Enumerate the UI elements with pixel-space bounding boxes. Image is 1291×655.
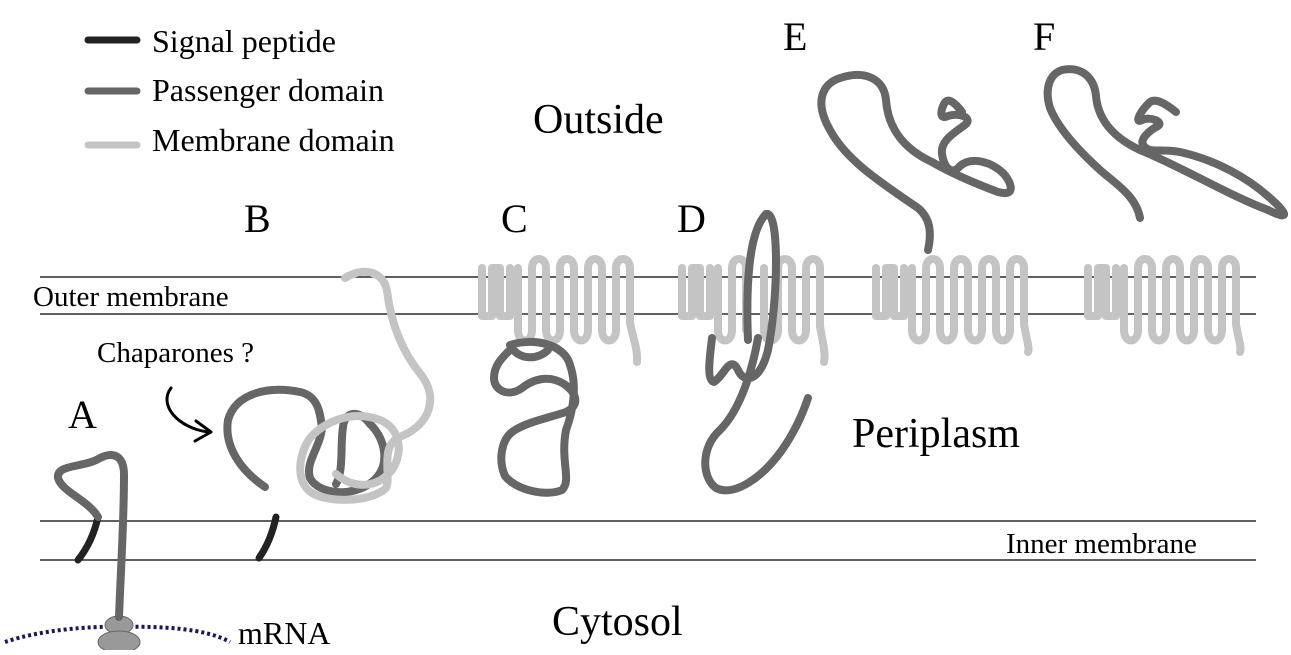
stage-e-barrel: [876, 259, 1029, 352]
region-label-cytosol: Cytosol: [552, 599, 683, 645]
stage-e-passenger-domain: [821, 75, 1010, 250]
stage-c-protein: [482, 259, 637, 493]
stage-b-protein: [227, 272, 430, 558]
stage-label-c: C: [501, 196, 528, 241]
region-label-periplasm: Periplasm: [852, 411, 1020, 457]
ribosome-large-subunit: [98, 631, 140, 650]
stage-f-passenger-domain: [1048, 69, 1284, 218]
stage-b-signal-peptide: [259, 517, 276, 558]
legend-label-passenger-domain: Passenger domain: [152, 72, 384, 108]
chaperones-label: Chaparones ?: [97, 337, 254, 369]
legend-label-membrane-domain: Membrane domain: [152, 122, 395, 158]
stage-e-protein: [821, 75, 1028, 352]
outer-membrane-label: Outer membrane: [33, 281, 229, 313]
stage-a-protein: [58, 455, 124, 617]
stage-d-protein: [682, 214, 825, 490]
ribosome: [98, 616, 140, 650]
stage-label-d: D: [677, 196, 706, 241]
stage-d-passenger-hairpin: [705, 214, 808, 490]
stage-label-e: E: [783, 14, 807, 59]
stage-b-membrane-domain: [300, 272, 430, 500]
stage-a-signal-peptide: [78, 517, 98, 560]
stage-f-protein: [1048, 69, 1284, 352]
inner-membrane-label: Inner membrane: [1006, 528, 1197, 560]
stage-label-a: A: [68, 392, 97, 437]
legend: Signal peptide Passenger domain Membrane…: [88, 23, 395, 158]
stage-f-barrel: [1088, 259, 1241, 352]
stage-label-b: B: [244, 196, 271, 241]
stage-c-passenger-domain: [494, 342, 575, 493]
legend-label-signal-peptide: Signal peptide: [152, 23, 336, 59]
mrna-label: mRNA: [238, 615, 330, 650]
chaperones-arrow: [167, 388, 211, 441]
stage-label-f: F: [1033, 14, 1055, 59]
region-label-outside: Outside: [533, 97, 664, 143]
